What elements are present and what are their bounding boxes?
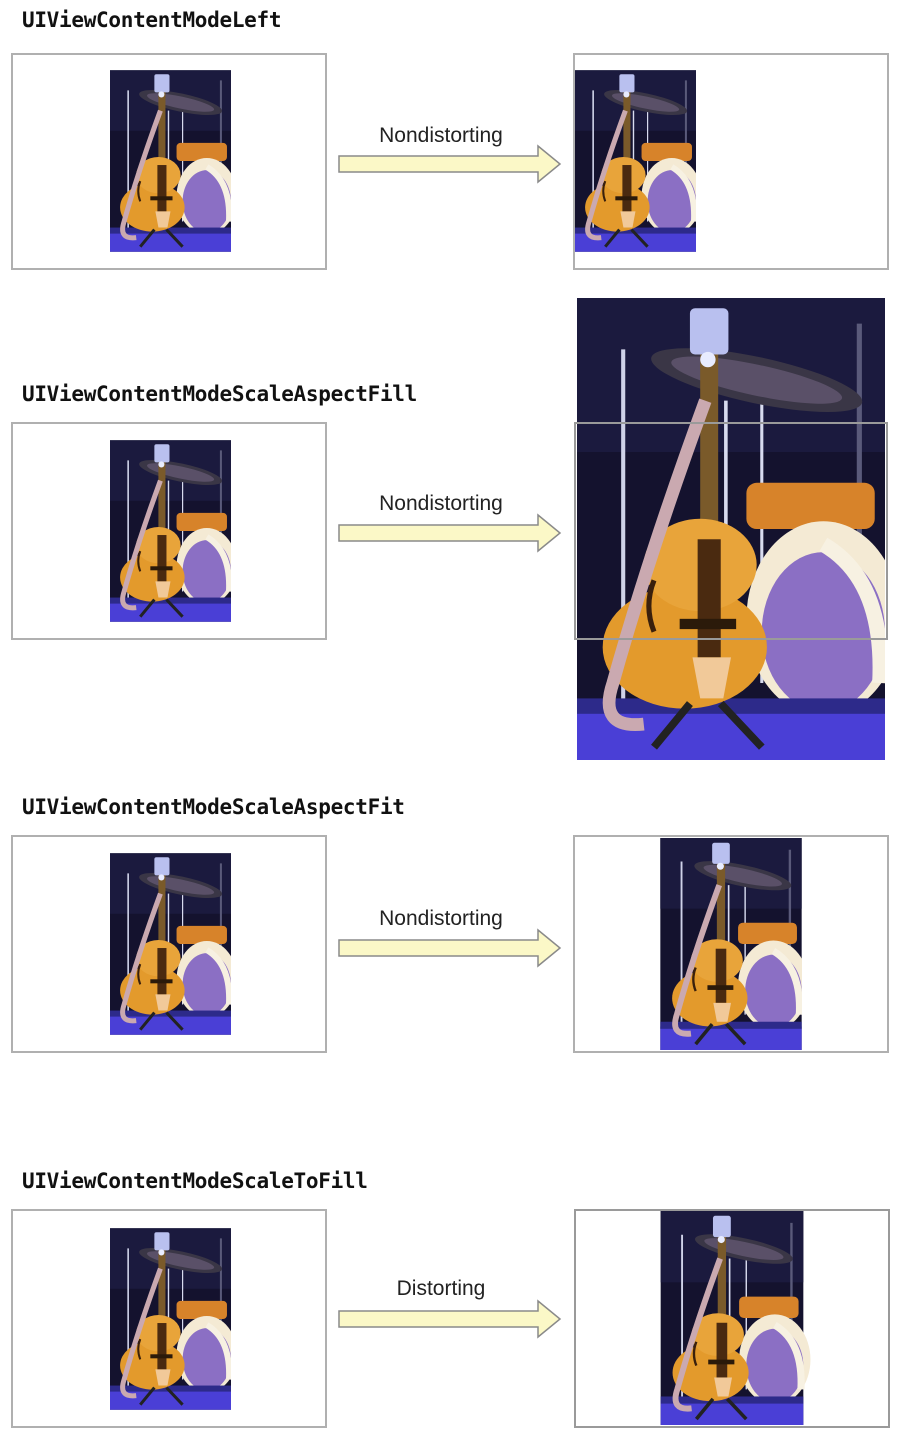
source-frame — [11, 1209, 327, 1428]
right-arrow-icon — [338, 928, 562, 968]
result-frame — [574, 1209, 890, 1428]
content-mode-aspect-fill-title: UIViewContentModeScaleAspectFill — [22, 382, 417, 406]
content-mode-left-title: UIViewContentModeLeft — [22, 8, 282, 32]
guitar-photo-icon — [110, 70, 231, 252]
guitar-photo-icon — [110, 440, 231, 622]
guitar-photo-icon — [575, 70, 696, 252]
content-mode-aspect-fit-title: UIViewContentModeScaleAspectFit — [22, 795, 405, 819]
right-arrow-icon — [338, 1299, 562, 1339]
result-frame — [573, 53, 889, 270]
arrow-label: Nondistorting — [379, 492, 503, 515]
arrow-label: Nondistorting — [379, 907, 503, 930]
guitar-photo-icon — [110, 853, 231, 1035]
source-frame — [11, 835, 327, 1053]
guitar-photo-icon — [660, 838, 802, 1050]
right-arrow-icon — [338, 513, 562, 553]
arrow-label: Nondistorting — [379, 124, 503, 147]
result-frame — [574, 422, 888, 640]
guitar-photo-icon — [110, 1228, 231, 1410]
right-arrow-icon — [338, 144, 562, 184]
source-frame — [11, 422, 327, 640]
result-frame — [573, 835, 889, 1053]
arrow-label: Distorting — [396, 1277, 486, 1300]
content-mode-scale-to-fill-title: UIViewContentModeScaleToFill — [22, 1169, 368, 1193]
source-frame — [11, 53, 327, 270]
